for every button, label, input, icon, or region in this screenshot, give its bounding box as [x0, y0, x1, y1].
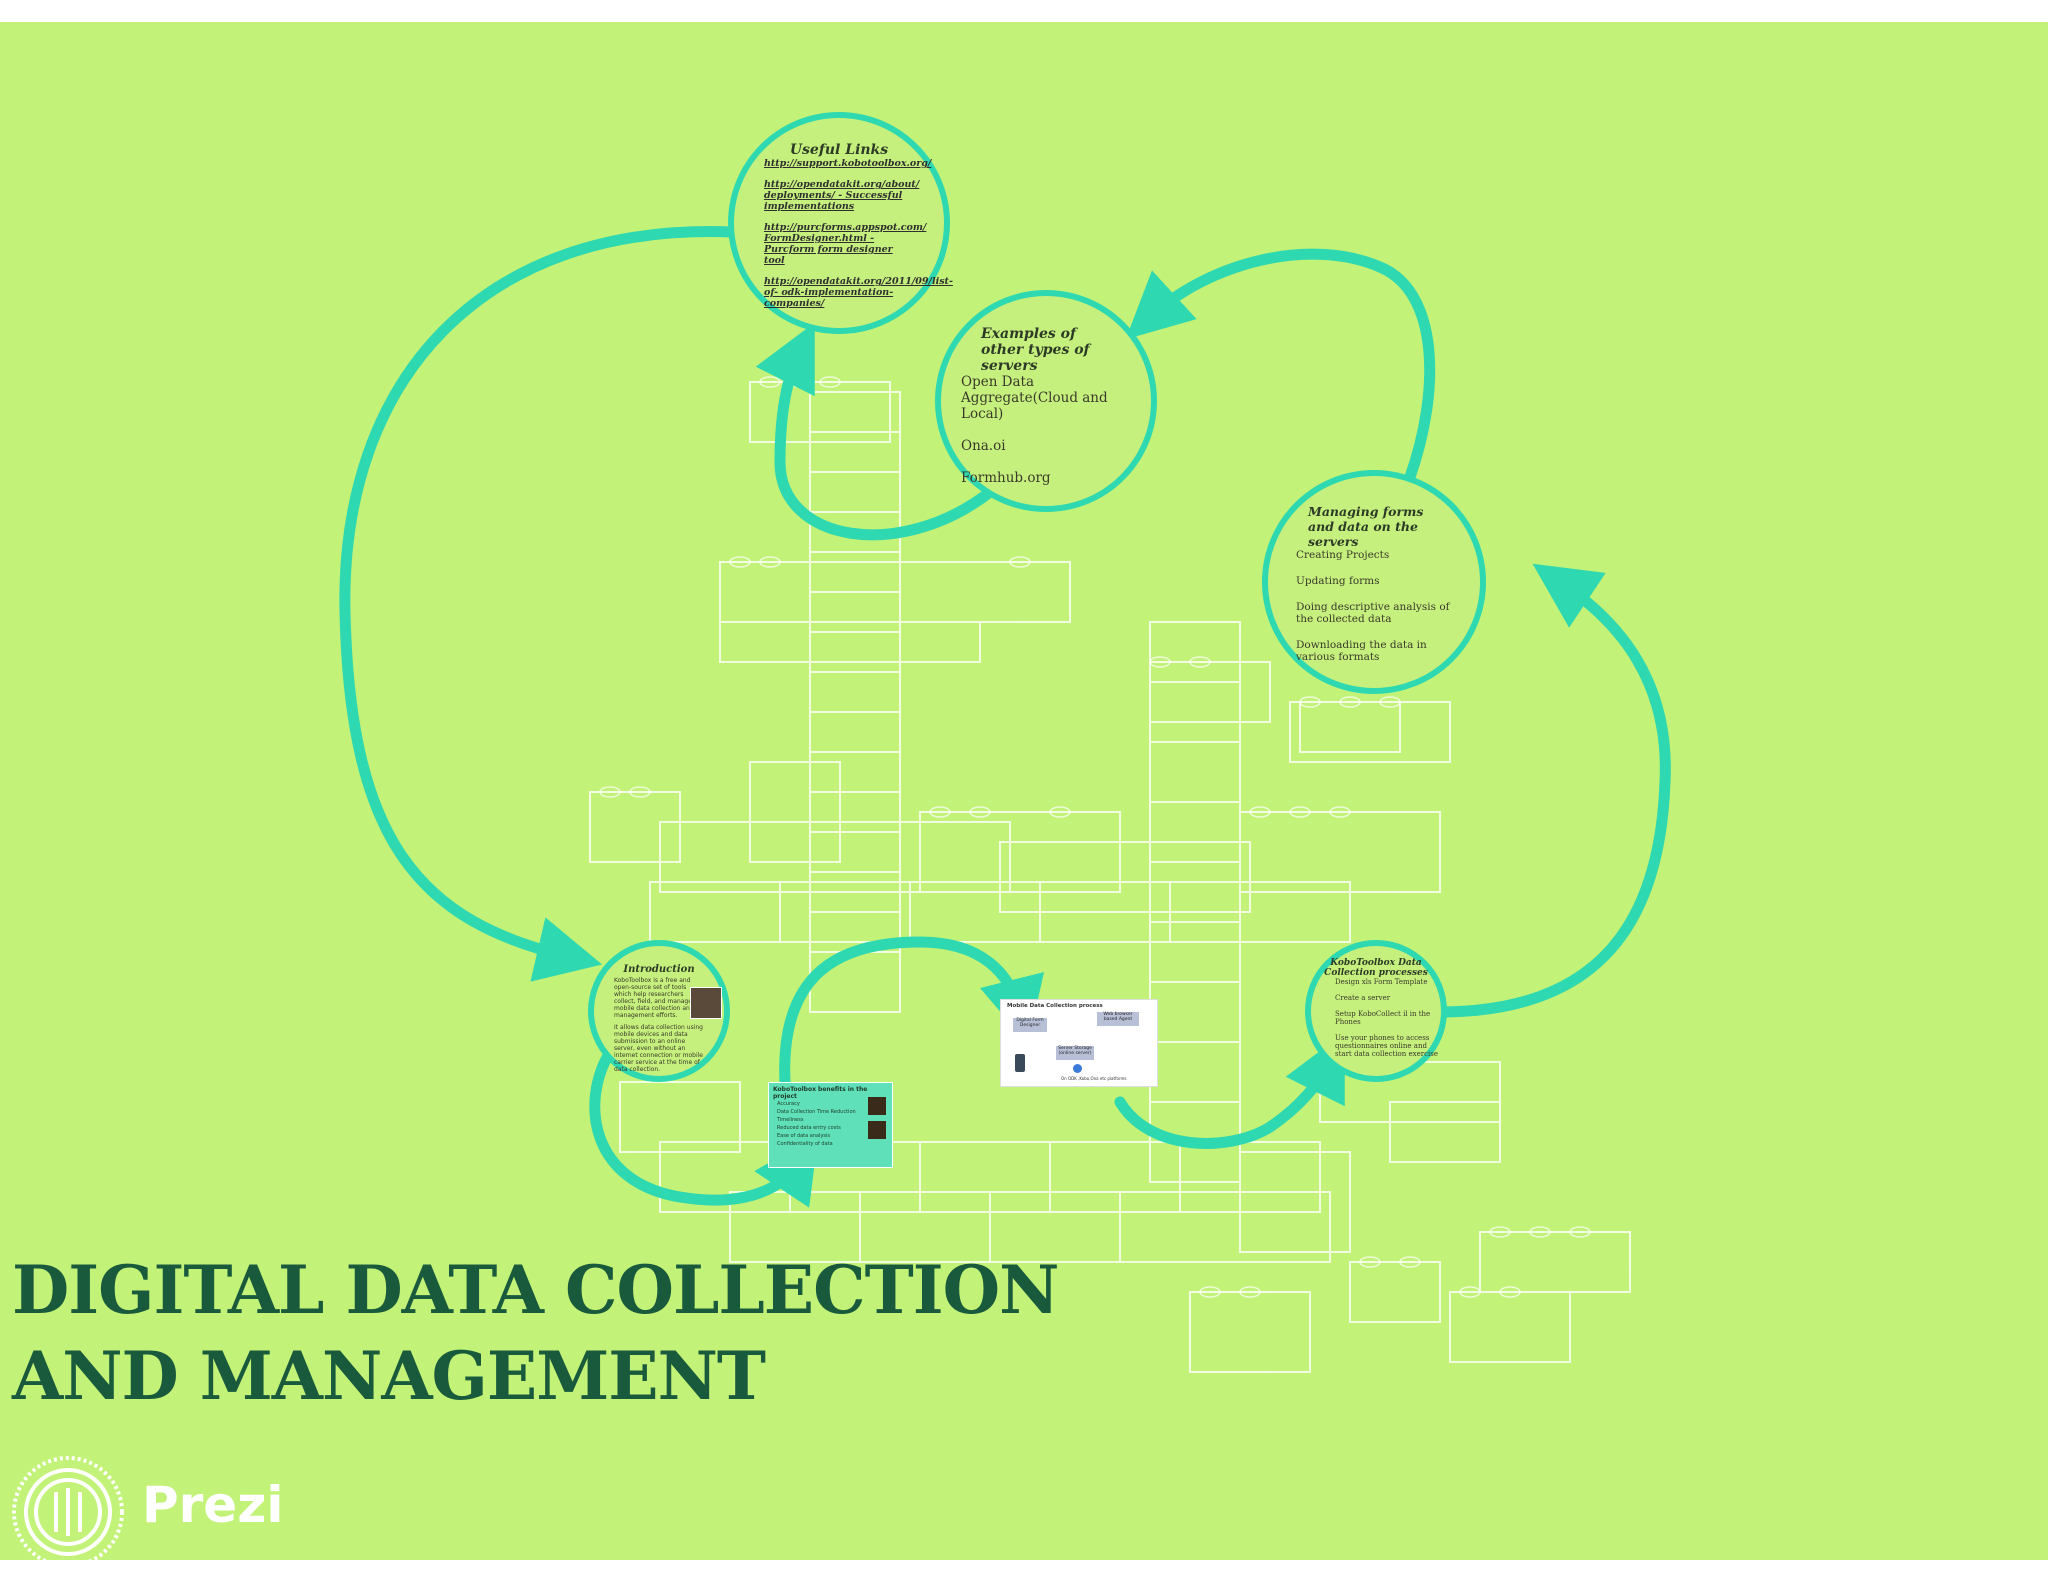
presentation-title: DIGITAL DATA COLLECTION AND MANAGEMENT [12, 1247, 1059, 1419]
useful-links-title: Useful Links [789, 142, 889, 158]
arrow-process-to-managing [1434, 563, 1671, 1018]
managing-item-downloading: Downloading the data in various formats [1296, 639, 1427, 663]
benefits-item: Timeliness [777, 1117, 804, 1123]
benefits-item: Accuracy [777, 1101, 800, 1107]
managing-frame[interactable]: Managing forms and data on the servers C… [1262, 470, 1486, 694]
arrow-diagram-to-process [1114, 1032, 1345, 1149]
diagram-box-server: Server Storage (online server) [1056, 1046, 1094, 1060]
benefits-photo-2 [868, 1121, 886, 1139]
link-odk-deployments[interactable]: http://opendatakit.org/about/ deployment… [764, 179, 920, 212]
benefits-item: Reduced data entry costs [777, 1125, 841, 1131]
benefits-item: Ease of data analysis [777, 1133, 830, 1139]
introduction-title: Introduction [623, 964, 695, 975]
introduction-para-2: It allows data collection using mobile d… [614, 1024, 703, 1073]
managing-title: Managing forms and data on the servers [1308, 504, 1424, 549]
diagram-box-designer: Digital Form Designer [1013, 1018, 1047, 1032]
diagram-globe-icon [1073, 1064, 1082, 1073]
benefits-item: Confidentiality of data [777, 1141, 833, 1147]
managing-item-analysis: Doing descriptive analysis of the collec… [1296, 601, 1450, 625]
link-kobo-support[interactable]: http://support.kobotoolbox.org/ [764, 158, 932, 169]
lego-bricks-illustration [589, 376, 1631, 1373]
benefits-card[interactable]: KoboToolbox benefits in the project Accu… [768, 1082, 893, 1168]
diagram-phone-icon [1015, 1054, 1025, 1072]
presentation-canvas[interactable]: Useful Links http://support.kobotoolbox.… [0, 22, 2048, 1568]
server-item-ona: Ona.oi [961, 438, 1006, 454]
diagram-caption: On ODK ,Kobo,Ona etc platforms [1061, 1076, 1127, 1081]
title-line-2: AND MANAGEMENT [12, 1337, 766, 1415]
process-title: KoboToolbox Data Collection processes [1324, 958, 1428, 978]
arrow-servers-to-links [755, 322, 996, 541]
prezi-logo[interactable]: Prezi [10, 1454, 284, 1574]
arrow-links-to-intro [339, 226, 738, 982]
servers-frame[interactable]: Examples of other types of servers Open … [935, 290, 1157, 512]
prezi-logo-icon [12, 1456, 124, 1568]
server-item-formhub: Formhub.org [961, 470, 1051, 486]
process-item-use: Use your phones to access questionnaires… [1335, 1034, 1438, 1058]
managing-item-updating: Updating forms [1296, 575, 1380, 587]
arrow-benefits-to-diagram [779, 936, 1044, 1088]
process-item-setup: Setup KoboCollect il in the Phones [1335, 1010, 1431, 1026]
servers-title: Examples of other types of servers [981, 326, 1090, 374]
useful-links-frame[interactable]: Useful Links http://support.kobotoolbox.… [728, 112, 953, 334]
prezi-logo-text: Prezi [142, 1476, 284, 1534]
arrow-managing-to-servers [1125, 248, 1436, 483]
managing-item-projects: Creating Projects [1296, 549, 1390, 561]
diagram-card[interactable]: Mobile Data Collection process Digital F… [1000, 999, 1158, 1087]
introduction-photo [690, 987, 722, 1019]
path-arrows [339, 226, 1671, 1208]
introduction-para-1: KoboToolbox is a free and open-source se… [614, 977, 694, 1019]
process-item-server: Create a server [1335, 994, 1391, 1002]
diagram-box-agent: Web browser based Agent [1097, 1012, 1139, 1026]
server-item-odk-aggregate: Open Data Aggregate(Cloud and Local) [961, 374, 1108, 422]
process-frame[interactable]: KoboToolbox Data Collection processes De… [1305, 940, 1447, 1082]
link-purcforms[interactable]: http://purcforms.appspot.com/ FormDesign… [764, 222, 927, 266]
benefits-photo-1 [868, 1097, 886, 1115]
diagram-title: Mobile Data Collection process [1007, 1003, 1103, 1009]
benefits-title: KoboToolbox benefits in the project [773, 1086, 868, 1100]
title-line-1: DIGITAL DATA COLLECTION [12, 1251, 1059, 1329]
process-item-design: Design xls Form Template [1335, 978, 1428, 986]
link-odk-companies[interactable]: http://opendatakit.org/2011/09/list-of- … [764, 276, 953, 309]
benefits-item: Data Collection Time Reduction [777, 1109, 856, 1115]
arrow-intro-to-benefits [589, 1046, 819, 1208]
